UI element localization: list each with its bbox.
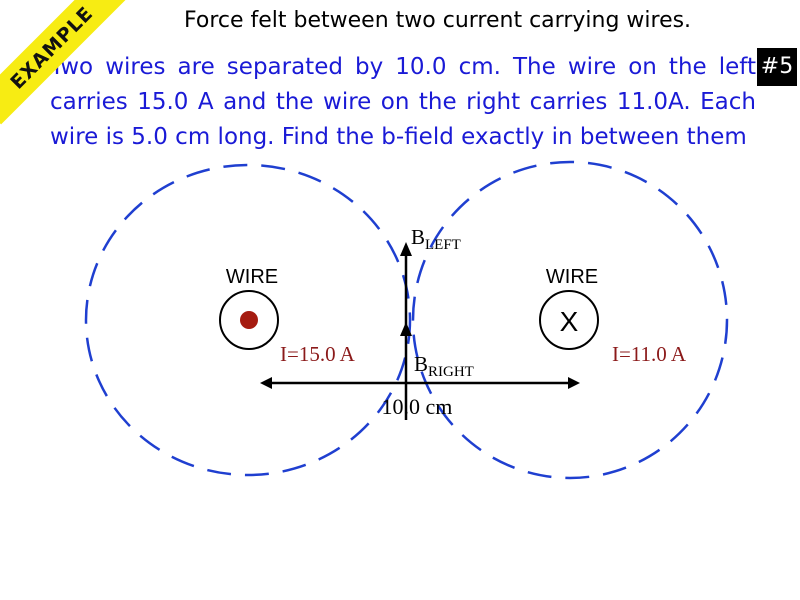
current-in-x-icon: X bbox=[560, 306, 579, 337]
example-ribbon: EXAMPLE bbox=[0, 0, 129, 125]
separation-label: 10.0 cm bbox=[382, 394, 453, 419]
current-out-dot-icon bbox=[240, 311, 258, 329]
b-right-label: BRIGHT bbox=[414, 352, 474, 380]
example-ribbon-container: EXAMPLE bbox=[0, 0, 130, 130]
b-left-arrowhead-icon bbox=[400, 242, 412, 256]
problem-number-badge: #5 bbox=[757, 48, 797, 86]
right-wire-label: WIRE bbox=[546, 266, 598, 288]
right-wire-circle bbox=[539, 290, 599, 350]
b-right-arrowhead-icon bbox=[400, 322, 412, 336]
b-left-label: BLEFT bbox=[411, 225, 461, 253]
right-field-circle bbox=[411, 160, 729, 480]
b-right-subscript: RIGHT bbox=[428, 364, 474, 380]
right-current-label: I=11.0 A bbox=[612, 342, 687, 366]
problem-statement: Two wires are separated by 10.0 cm. The … bbox=[50, 54, 756, 150]
left-wire-label: WIRE bbox=[226, 266, 278, 288]
b-left-base: B bbox=[411, 225, 425, 249]
left-wire-circle bbox=[219, 290, 279, 350]
left-field-circle bbox=[84, 163, 412, 477]
separation-arrowhead-left-icon bbox=[260, 377, 272, 389]
slide-title: Force felt between two current carrying … bbox=[184, 8, 692, 33]
separation-arrowhead-right-icon bbox=[568, 377, 580, 389]
b-left-subscript: LEFT bbox=[425, 237, 461, 253]
b-right-base: B bbox=[414, 352, 428, 376]
left-current-label: I=15.0 A bbox=[280, 342, 356, 366]
